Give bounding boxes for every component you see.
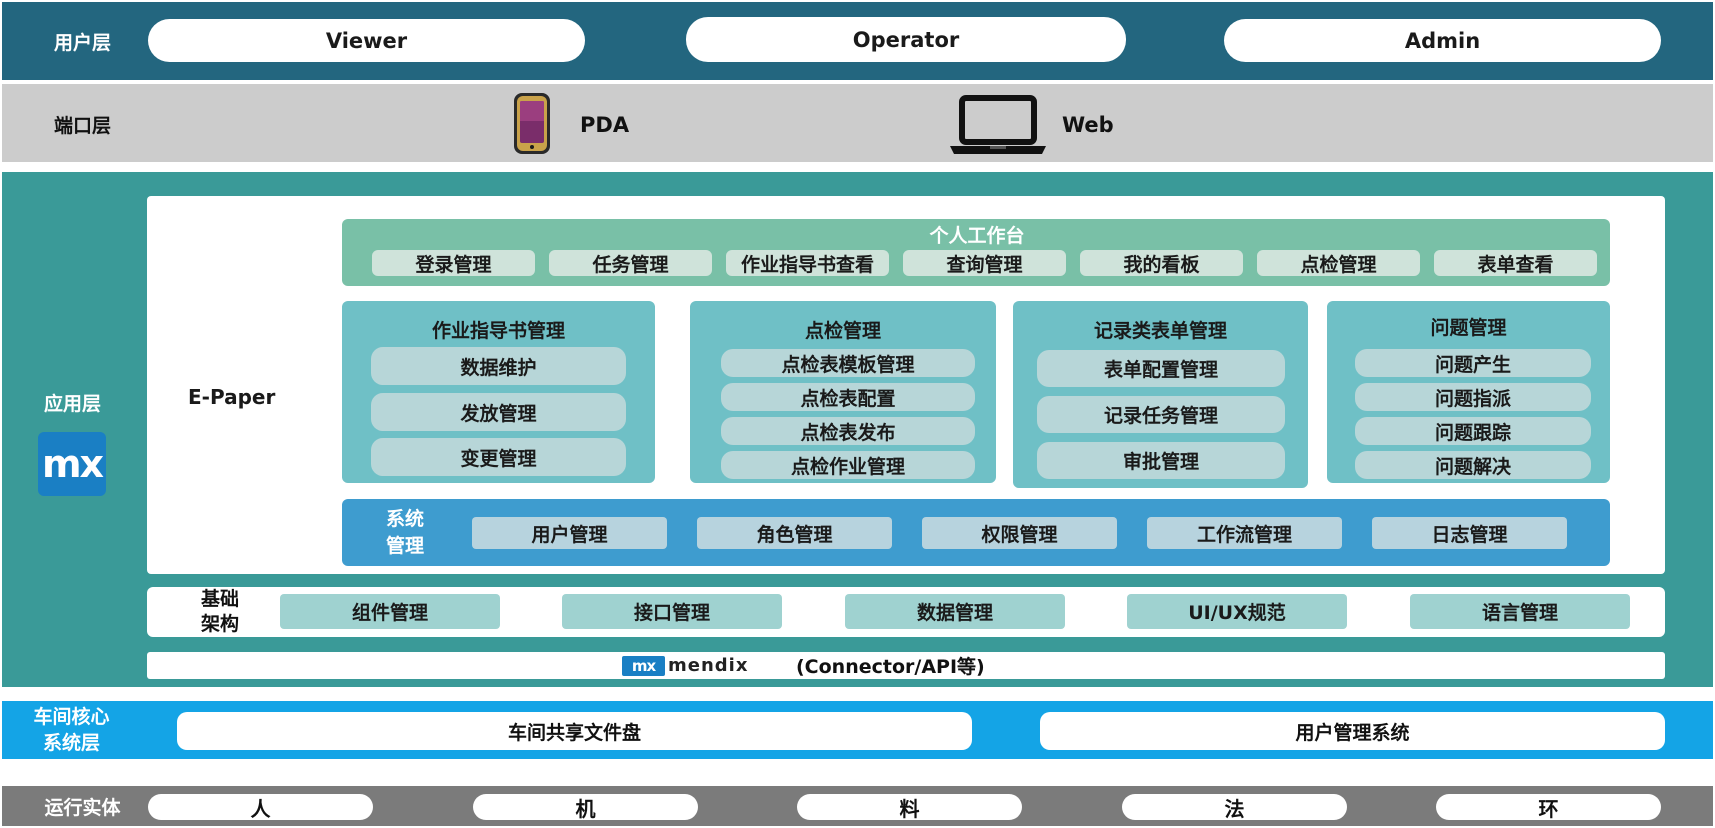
issues-item-create: 问题产生 — [1355, 349, 1591, 377]
base-label-line1: 基础 — [200, 588, 239, 610]
module-inspection-title: 点检管理 — [804, 319, 881, 342]
role-admin: Admin — [1224, 19, 1661, 62]
system-label-line2: 管理 — [385, 535, 424, 557]
base-item-language: 语言管理 — [1410, 594, 1630, 629]
workbench-item-inspection: 点检管理 — [1257, 250, 1420, 276]
core-item-shared-drive: 车间共享文件盘 — [177, 712, 972, 750]
base-item-data: 数据管理 — [845, 594, 1065, 629]
base-architecture-label: 基础 架构 — [180, 587, 260, 637]
module-issues-title: 问题管理 — [1430, 316, 1507, 339]
workbench-title: 个人工作台 — [929, 224, 1025, 247]
system-item-users: 用户管理 — [472, 517, 667, 549]
core-label-line2: 系统层 — [42, 732, 100, 754]
issues-item-assign: 问题指派 — [1355, 383, 1591, 411]
entity-material: 料 — [797, 794, 1022, 821]
base-item-components: 组件管理 — [280, 594, 500, 629]
record-forms-item-config: 表单配置管理 — [1037, 350, 1285, 387]
user-layer-label: 用户层 — [53, 31, 111, 54]
system-item-roles: 角色管理 — [697, 517, 892, 549]
workshop-core-label: 车间核心 系统层 — [14, 704, 129, 756]
mendix-logo-icon: mx — [38, 432, 106, 496]
work-guide-item-data: 数据维护 — [371, 347, 626, 385]
web-label: Web — [1062, 113, 1114, 137]
mendix-connector-note: (Connector/API等) — [796, 656, 985, 678]
core-label-line1: 车间核心 — [33, 706, 110, 728]
work-guide-item-change: 变更管理 — [371, 438, 626, 476]
inspection-item-template: 点检表模板管理 — [721, 349, 975, 377]
module-record-forms-title: 记录类表单管理 — [1093, 319, 1227, 342]
port-layer — [2, 84, 1713, 162]
system-item-permissions: 权限管理 — [922, 517, 1117, 549]
inspection-item-operation: 点检作业管理 — [721, 451, 975, 479]
work-guide-item-release: 发放管理 — [371, 393, 626, 431]
workbench-item-form-view: 表单查看 — [1434, 250, 1597, 276]
runtime-entities-label: 运行实体 — [44, 796, 121, 819]
base-label-line2: 架构 — [200, 613, 239, 635]
entity-environment: 环 — [1436, 794, 1661, 821]
inspection-item-publish: 点检表发布 — [721, 417, 975, 445]
mendix-platform-bar — [147, 652, 1665, 679]
system-label-line1: 系统 — [385, 508, 424, 530]
pda-label: PDA — [580, 113, 630, 137]
record-forms-item-approval: 审批管理 — [1037, 442, 1285, 479]
entity-machine: 机 — [473, 794, 698, 821]
system-item-workflow: 工作流管理 — [1147, 517, 1342, 549]
core-item-user-system: 用户管理系统 — [1040, 712, 1665, 750]
mendix-small-logo-icon: mx — [622, 656, 665, 676]
workbench-item-dashboard: 我的看板 — [1080, 250, 1243, 276]
application-layer-label: 应用层 — [43, 392, 101, 415]
pda-device-icon — [511, 92, 553, 155]
record-forms-item-task: 记录任务管理 — [1037, 396, 1285, 433]
port-layer-label: 端口层 — [53, 114, 111, 137]
workbench-item-guide-view: 作业指导书查看 — [726, 250, 889, 276]
laptop-icon — [948, 94, 1048, 156]
mendix-brand-text: mendix — [668, 655, 749, 676]
entity-method: 法 — [1122, 794, 1347, 821]
base-item-uiux: UI/UX规范 — [1127, 594, 1347, 629]
workbench-item-query: 查询管理 — [903, 250, 1066, 276]
role-operator: Operator — [686, 17, 1126, 62]
role-viewer: Viewer — [148, 19, 585, 62]
system-management-label: 系统 管理 — [365, 506, 445, 562]
e-paper-label: E-Paper — [188, 385, 276, 409]
issues-item-track: 问题跟踪 — [1355, 417, 1591, 445]
workbench-item-login: 登录管理 — [372, 250, 535, 276]
module-work-guide-title: 作业指导书管理 — [431, 319, 565, 342]
inspection-item-config: 点检表配置 — [721, 383, 975, 411]
entity-people: 人 — [148, 794, 373, 821]
issues-item-resolve: 问题解决 — [1355, 451, 1591, 479]
system-item-logs: 日志管理 — [1372, 517, 1567, 549]
base-item-interfaces: 接口管理 — [562, 594, 782, 629]
workbench-item-task: 任务管理 — [549, 250, 712, 276]
